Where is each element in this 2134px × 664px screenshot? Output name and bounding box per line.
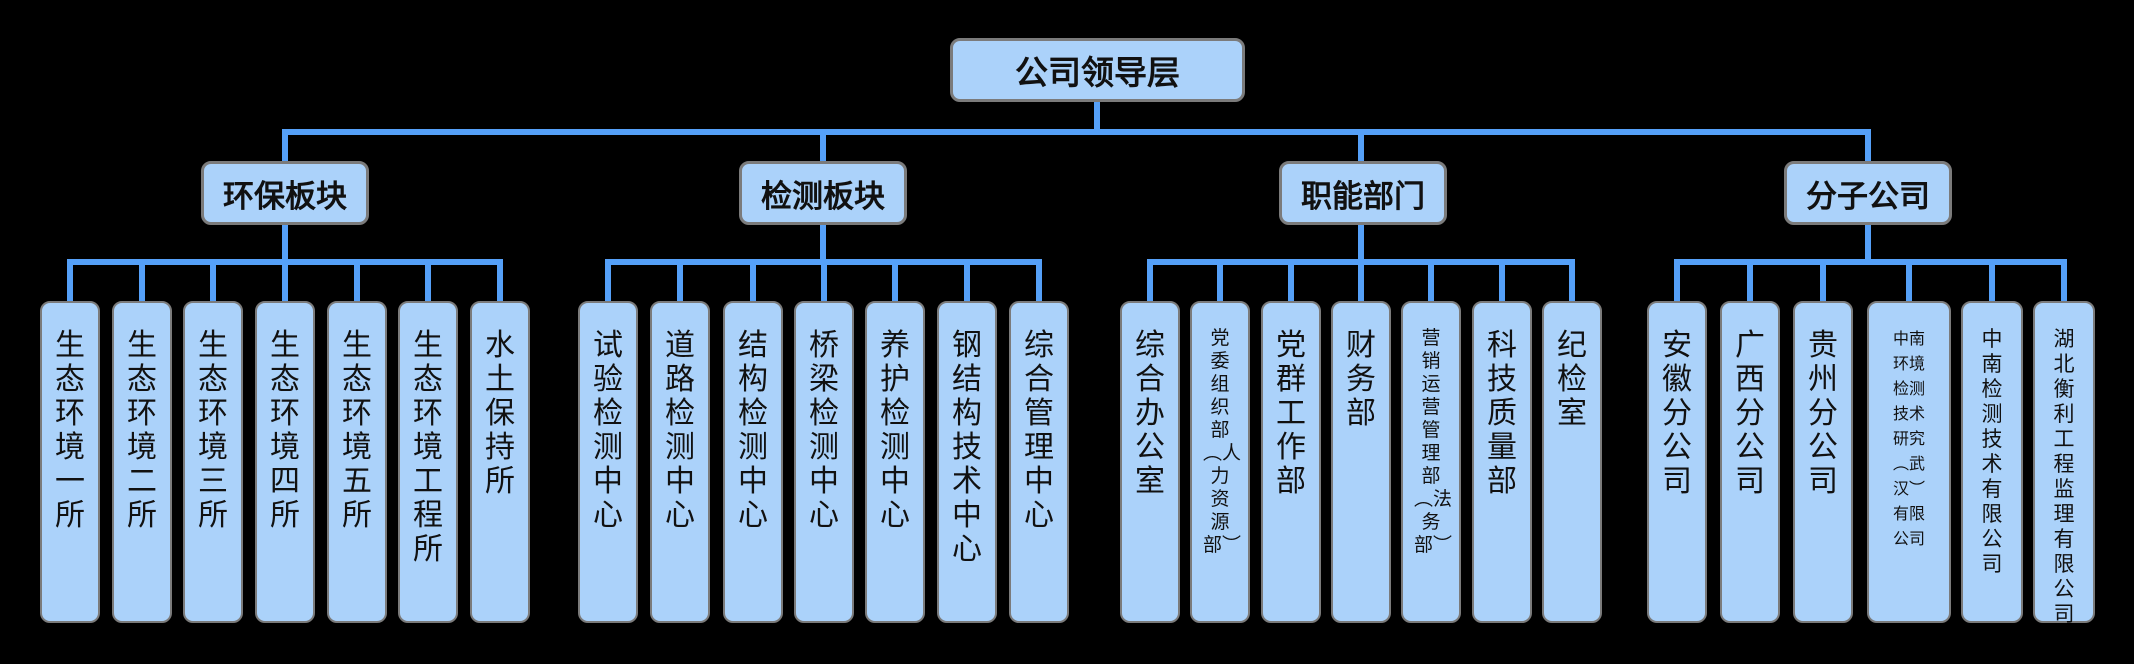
node-guangxi-branch: 广西分公司 — [1720, 301, 1780, 623]
connector-line — [820, 223, 826, 265]
connector-line — [820, 129, 826, 167]
connector-line — [1358, 259, 1364, 305]
connector-line — [497, 259, 503, 305]
connector-line — [750, 259, 756, 305]
connector-line — [1499, 259, 1505, 305]
connector-line — [1288, 259, 1294, 305]
node-eco-env-institute-1: 生态环境一所 — [40, 301, 100, 623]
node-eco-env-institute-3: 生态环境三所 — [183, 301, 243, 623]
connector-line — [1147, 259, 1153, 305]
node-eco-env-institute-5: 生态环境五所 — [327, 301, 387, 623]
node-party-organization-dept: 党委组织部︵人力资源部︶ — [1190, 301, 1250, 623]
connector-line — [1428, 259, 1434, 305]
node-anhui-branch: 安徽分公司 — [1647, 301, 1707, 623]
connector-line — [1989, 259, 1995, 305]
connector-line — [1036, 259, 1042, 305]
connector-line — [964, 259, 970, 305]
connector-line — [1820, 259, 1826, 305]
node-general-office: 综合办公室 — [1120, 301, 1180, 623]
node-hubei-hengli-engineering-supervision-co: 湖北衡利工程监理有限公司 — [2033, 301, 2095, 626]
header-testing-sector: 检测板块 — [739, 161, 907, 225]
node-soil-water-conservation-institute: 水土保持所 — [470, 301, 530, 623]
node-steel-structure-tech-center: 钢结构技术中心 — [937, 301, 997, 623]
connector-line — [821, 259, 827, 305]
connector-line — [1569, 259, 1575, 305]
connector-line — [282, 129, 288, 167]
header-functional-departments: 职能部门 — [1279, 161, 1447, 225]
node-road-testing-center: 道路检测中心 — [650, 301, 710, 623]
connector-line — [354, 259, 360, 305]
connector-line — [2061, 259, 2067, 305]
connector-line — [139, 259, 145, 305]
connector-line — [1865, 223, 1871, 265]
connector-line — [1217, 259, 1223, 305]
header-environmental-sector: 环保板块 — [201, 161, 369, 225]
node-zhongnan-testing-technology-co: 中南检测技术有限公司 — [1961, 301, 2023, 623]
node-zhongnan-env-testing-research-wuhan: 中南环境检测技术研究︵武汉︶有限公司 — [1867, 301, 1951, 623]
node-tech-quality-dept: 科技质量部 — [1472, 301, 1532, 623]
connector-line — [1865, 129, 1871, 167]
node-party-mass-work-dept: 党群工作部 — [1261, 301, 1321, 623]
connector-line — [677, 259, 683, 305]
header-subsidiaries: 分子公司 — [1784, 161, 1952, 225]
node-trial-testing-center: 试验检测中心 — [578, 301, 638, 623]
connector-line — [425, 259, 431, 305]
connector-line — [282, 259, 288, 305]
connector-line — [605, 259, 611, 305]
node-discipline-inspection-office: 纪检室 — [1542, 301, 1602, 623]
node-eco-env-engineering-institute: 生态环境工程所 — [398, 301, 458, 623]
connector-line — [67, 259, 73, 305]
connector-line — [1358, 129, 1364, 167]
connector-line — [1747, 259, 1753, 305]
node-structure-testing-center: 结构检测中心 — [723, 301, 783, 623]
node-guizhou-branch: 贵州分公司 — [1793, 301, 1853, 623]
node-marketing-operations-dept: 营销运营管理部︵法务部︶ — [1401, 301, 1461, 623]
connector-line — [1358, 223, 1364, 265]
node-company-leadership: 公司领导层 — [950, 38, 1245, 102]
connector-line — [892, 259, 898, 305]
connector-line — [1094, 100, 1100, 135]
node-eco-env-institute-2: 生态环境二所 — [112, 301, 172, 623]
node-bridge-testing-center: 桥梁检测中心 — [794, 301, 854, 623]
connector-line — [1906, 259, 1912, 305]
node-finance-dept: 财务部 — [1331, 301, 1391, 623]
connector-line — [282, 223, 288, 265]
node-general-management-center: 综合管理中心 — [1009, 301, 1069, 623]
connector-line — [1674, 259, 2067, 265]
connector-line — [1674, 259, 1680, 305]
node-maintenance-testing-center: 养护检测中心 — [865, 301, 925, 623]
node-eco-env-institute-4: 生态环境四所 — [255, 301, 315, 623]
connector-line — [210, 259, 216, 305]
connector-line — [282, 129, 1871, 135]
